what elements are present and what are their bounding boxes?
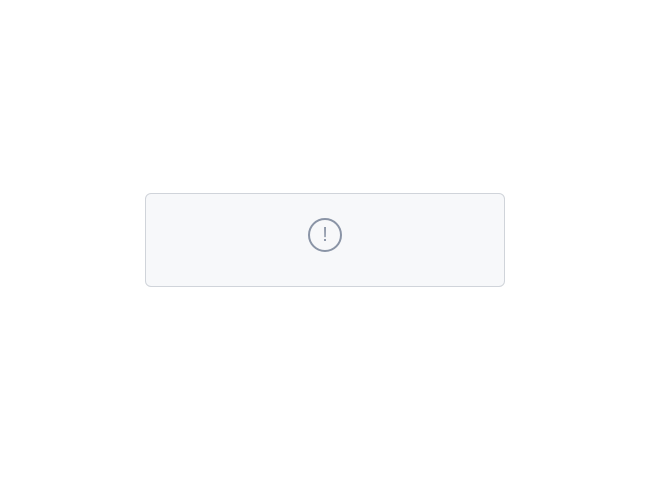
placeholder-panel: ! [145, 193, 505, 287]
warning-icon: ! [308, 218, 342, 252]
